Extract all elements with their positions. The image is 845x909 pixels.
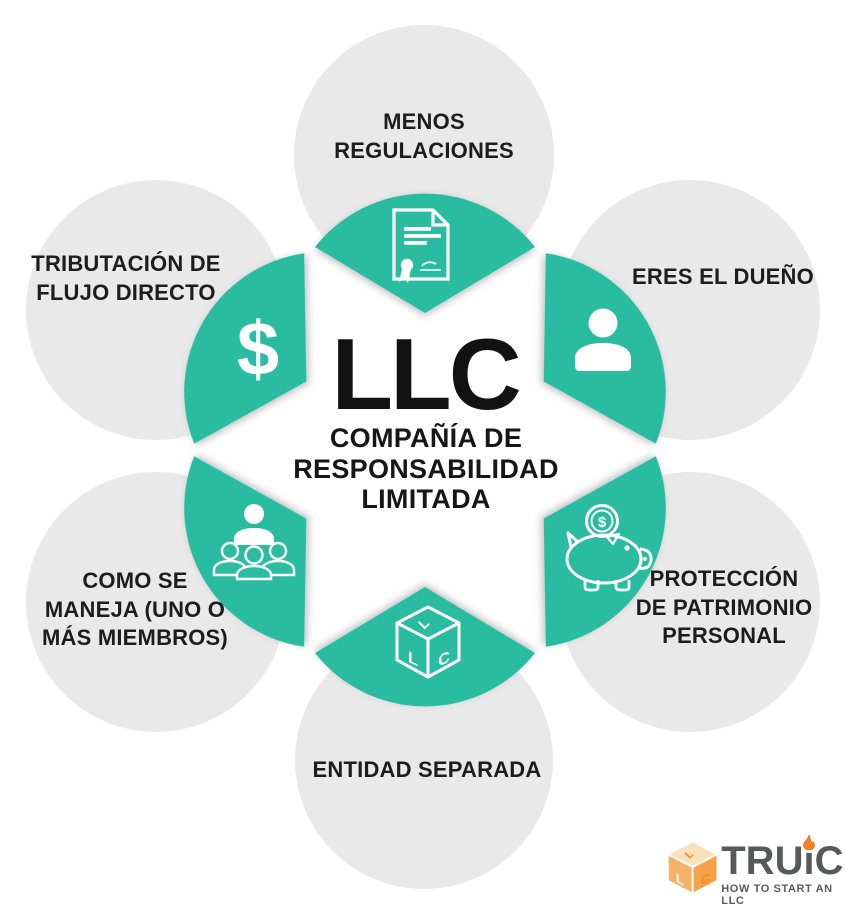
center-subtitle: COMPAÑÍA DE RESPONSABILIDAD LIMITADA [293, 423, 559, 515]
label-como-se-maneja: COMO SE MANEJA (UNO O MÁS MIEMBROS) [42, 568, 228, 650]
center-subtitle-line: COMPAÑÍA DE [329, 423, 523, 453]
label-menos-regulaciones: MENOS REGULACIONES [334, 109, 514, 163]
coin-dollar-glyph: $ [598, 514, 607, 531]
truic-tagline: HOW TO START AN LLC [721, 883, 833, 907]
center-title: LLC [331, 319, 521, 431]
truic-logo-text: TRUiC HOW TO START AN LLC [721, 835, 845, 907]
piggy-bank-icon: $ [565, 504, 653, 592]
petal-menos-regulaciones [315, 193, 535, 313]
center-subtitle-line: LIMITADA [361, 484, 491, 514]
dollar-sign-icon: $ [237, 307, 279, 392]
label-eres-el-dueno: ERES EL DUEÑO [632, 264, 814, 289]
cube-letter-right: C [438, 647, 450, 670]
person-icon [575, 308, 631, 371]
cube-letter-left: L [408, 648, 418, 670]
center-subtitle-line: RESPONSABILIDAD [293, 453, 559, 484]
petal-tributacion [184, 253, 307, 444]
circle-entidad-separada [295, 631, 553, 889]
truic-brand: TRUiC [721, 839, 844, 883]
label-entidad-separada: ENTIDAD SEPARADA [312, 757, 542, 782]
label-tributacion: TRIBUTACIÓN DE FLUJO DIRECTO [31, 251, 221, 305]
truic-logo: L L C TRUiC HOW TO START AN LLC [666, 835, 845, 907]
certificate-icon [392, 208, 450, 283]
petal-entidad-separada [315, 587, 535, 707]
label-proteccion-patrimonio: PROTECCIÓN DE PATRIMONIO PERSONAL [635, 566, 813, 648]
petal-proteccion-patrimonio [543, 456, 666, 647]
people-group-icon [212, 504, 296, 581]
logo-cube-letter-right: C [701, 870, 710, 889]
logo-cube-letter-left: L [676, 870, 684, 888]
flame-icon [803, 835, 816, 850]
truic-cube-icon: L L C [666, 840, 719, 895]
